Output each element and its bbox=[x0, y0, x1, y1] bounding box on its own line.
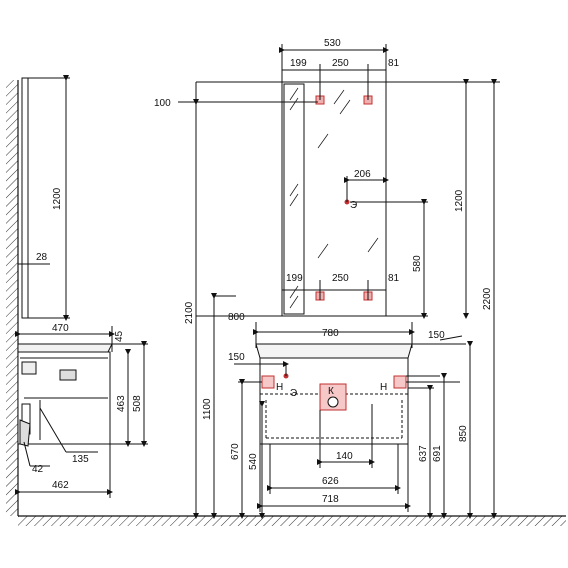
socket-offset: 206 bbox=[354, 169, 371, 180]
center-k-label: К bbox=[328, 386, 334, 397]
front-view-labels: 530 199 250 81 100 206 Э 580 1200 2200 1… bbox=[154, 38, 493, 505]
side-cabinet-height: 463 bbox=[116, 395, 127, 412]
wall-hatching bbox=[6, 80, 19, 516]
side-mirror bbox=[21, 77, 29, 319]
side-mirror-depth: 28 bbox=[36, 252, 48, 263]
floor-hatching bbox=[18, 515, 566, 526]
water-height-left: 670 bbox=[230, 443, 241, 460]
socket-height: 580 bbox=[412, 255, 423, 272]
right-inlet-2: 691 bbox=[432, 445, 443, 462]
side-body-depth: 462 bbox=[52, 480, 69, 491]
side-countertop bbox=[17, 343, 113, 353]
right-inlet-1: 637 bbox=[418, 445, 429, 462]
top-right-offset: 81 bbox=[388, 58, 400, 69]
socket-label: Э bbox=[350, 200, 357, 211]
side-view-labels: 1200 28 470 45 463 508 135 42 462 bbox=[32, 187, 143, 491]
body-width: 718 bbox=[322, 494, 339, 505]
side-overall-depth: 470 bbox=[52, 323, 69, 334]
sink-width: 780 bbox=[322, 328, 339, 339]
side-top-thickness: 45 bbox=[114, 330, 125, 342]
bottom-left-offset: 199 bbox=[286, 273, 303, 284]
front-mirror-height: 1200 bbox=[454, 189, 465, 212]
top-left-offset: 199 bbox=[290, 58, 307, 69]
front-sink-top bbox=[255, 343, 413, 359]
left-h-label: Н bbox=[276, 382, 283, 393]
right-h-label: Н bbox=[380, 382, 387, 393]
mirror-width: 530 bbox=[324, 38, 341, 49]
total-height: 2200 bbox=[482, 287, 493, 310]
bottom-spacing: 250 bbox=[332, 273, 349, 284]
top-right-overhang: 150 bbox=[428, 330, 445, 341]
lower-socket-label: Э bbox=[290, 388, 297, 399]
sink-width-overall: 800 bbox=[228, 312, 245, 323]
drain-offset: 140 bbox=[336, 451, 353, 462]
sink-top-height: 850 bbox=[458, 425, 469, 442]
mirror-bottom-height: 2100 bbox=[184, 301, 195, 324]
front-view bbox=[178, 44, 500, 519]
inner-width: 626 bbox=[322, 476, 339, 487]
side-total-height: 508 bbox=[132, 395, 143, 412]
bottom-right-offset: 81 bbox=[388, 273, 400, 284]
left-connection-offset: 150 bbox=[228, 352, 245, 363]
cabinet-bottom-height: 1100 bbox=[202, 398, 213, 420]
side-view bbox=[15, 75, 148, 498]
wall-offset: 100 bbox=[154, 98, 171, 109]
drain-height: 540 bbox=[248, 453, 259, 470]
side-drawer-offset: 135 bbox=[72, 454, 89, 465]
side-mirror-height: 1200 bbox=[52, 187, 63, 210]
top-spacing: 250 bbox=[332, 58, 349, 69]
side-handle-depth: 42 bbox=[32, 464, 44, 475]
